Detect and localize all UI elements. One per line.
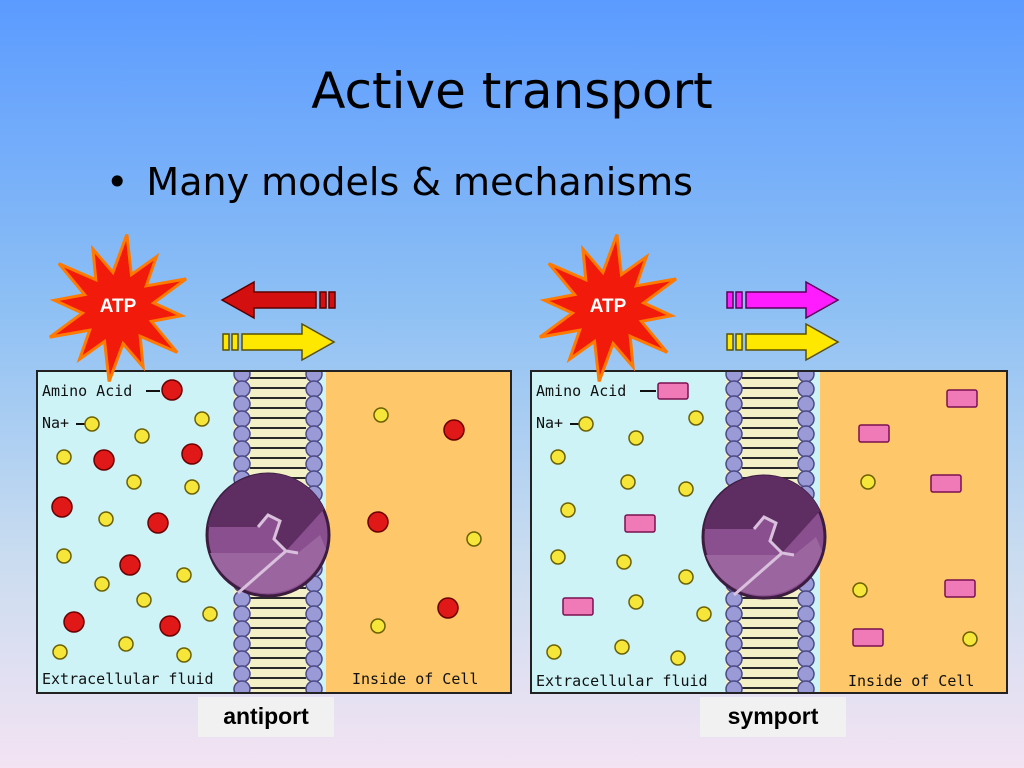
- symport-diagram: Amino Acid Na+ Extracellular fluid Insid…: [530, 370, 1008, 694]
- sodium-ion: [202, 606, 218, 622]
- inside-cell-label: Inside of Cell: [352, 670, 478, 688]
- sodium-ion: [670, 650, 686, 666]
- amino-acid-particle: [181, 443, 203, 465]
- transport-protein: [701, 474, 827, 600]
- atp-burst-symport: ATP: [530, 232, 686, 384]
- arrow-right-magenta-icon: [726, 280, 840, 320]
- sodium-ion: [678, 481, 694, 497]
- amino-acid-particle: [946, 389, 978, 408]
- atp-burst-antiport: ATP: [40, 232, 196, 384]
- sodium-ion: [126, 474, 142, 490]
- amino-acid-particle: [147, 512, 169, 534]
- amino-acid-legend: Amino Acid: [42, 379, 183, 401]
- sodium-ion: [696, 606, 712, 622]
- amino-acid-particle: [119, 554, 141, 576]
- sodium-ion: [370, 618, 386, 634]
- amino-acid-particle: [51, 496, 73, 518]
- particles: [546, 389, 978, 666]
- amino-acid-particle: [562, 597, 594, 616]
- amino-acid-particle: [63, 611, 85, 633]
- antiport-diagram: Amino Acid Na+ Extracellular fluid Insid…: [36, 370, 512, 694]
- symport-caption: symport: [700, 697, 846, 737]
- amino-acid-particle: [852, 628, 884, 647]
- transport-protein: [205, 472, 331, 598]
- extracellular-label: Extracellular fluid: [536, 672, 708, 690]
- sodium-ion: [550, 449, 566, 465]
- sodium-legend: Na+: [536, 414, 594, 432]
- sodium-ion: [628, 430, 644, 446]
- sodium-ion: [56, 449, 72, 465]
- atp-label: ATP: [99, 296, 137, 317]
- sodium-ion: [176, 567, 192, 583]
- sodium-ion: [550, 549, 566, 565]
- amino-acid-particle: [443, 419, 465, 441]
- amino-acid-particle: [944, 579, 976, 598]
- amino-acid-label: Amino Acid: [536, 382, 626, 400]
- sodium-ion: [94, 576, 110, 592]
- sodium-ion: [118, 636, 134, 652]
- atp-label: ATP: [589, 296, 627, 317]
- sodium-ion: [860, 474, 876, 490]
- sodium-legend: Na+: [42, 414, 100, 432]
- arrow-right-yellow-icon: [726, 322, 840, 362]
- arrow-right-yellow-icon: [222, 322, 336, 362]
- sodium-ion: [628, 594, 644, 610]
- sodium-ion: [373, 407, 389, 423]
- bullet-point: • Many models & mechanisms: [106, 160, 693, 204]
- amino-acid-particle: [858, 424, 890, 443]
- amino-acid-particle: [437, 597, 459, 619]
- amino-acid-particle: [624, 514, 656, 533]
- inside-cell-label: Inside of Cell: [848, 672, 974, 690]
- sodium-ion: [134, 428, 150, 444]
- amino-acid-legend-icon: [657, 382, 689, 400]
- arrow-left-red-icon: [220, 280, 336, 320]
- sodium-ion: [466, 531, 482, 547]
- sodium-ion: [620, 474, 636, 490]
- sodium-ion: [614, 639, 630, 655]
- sodium-ion: [560, 502, 576, 518]
- amino-acid-label: Amino Acid: [42, 382, 132, 400]
- sodium-legend-icon: [578, 416, 594, 432]
- bullet-text: Many models & mechanisms: [146, 160, 693, 204]
- sodium-ion: [962, 631, 978, 647]
- bullet-icon: •: [106, 160, 129, 204]
- sodium-ion: [176, 647, 192, 663]
- sodium-ion: [852, 582, 868, 598]
- sodium-ion: [616, 554, 632, 570]
- antiport-caption: antiport: [198, 697, 334, 737]
- sodium-label: Na+: [42, 414, 69, 432]
- sodium-ion: [56, 548, 72, 564]
- explosion-burst-icon: [539, 233, 677, 383]
- sodium-ion: [194, 411, 210, 427]
- sodium-ion: [98, 511, 114, 527]
- sodium-ion: [678, 569, 694, 585]
- amino-acid-legend: Amino Acid: [536, 382, 689, 400]
- slide-title: Active transport: [311, 62, 713, 120]
- sodium-ion: [546, 644, 562, 660]
- sodium-label: Na+: [536, 414, 563, 432]
- extracellular-label: Extracellular fluid: [42, 670, 214, 688]
- amino-acid-legend-icon: [161, 379, 183, 401]
- explosion-burst-icon: [49, 233, 187, 383]
- cell-interior-region: [820, 370, 1008, 694]
- particles: [51, 407, 482, 663]
- sodium-ion: [184, 479, 200, 495]
- sodium-ion: [688, 410, 704, 426]
- amino-acid-particle: [930, 474, 962, 493]
- sodium-ion: [136, 592, 152, 608]
- cell-interior-region: [326, 370, 512, 694]
- amino-acid-particle: [159, 615, 181, 637]
- amino-acid-particle: [93, 449, 115, 471]
- sodium-legend-icon: [84, 416, 100, 432]
- amino-acid-particle: [367, 511, 389, 533]
- sodium-ion: [52, 644, 68, 660]
